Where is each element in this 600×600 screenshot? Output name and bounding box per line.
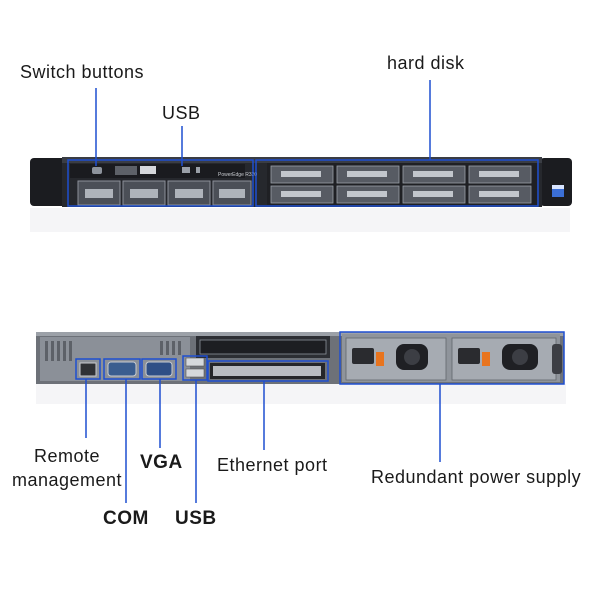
front-control-callout-box [67, 159, 254, 207]
power-supply-callout-box [339, 331, 565, 385]
remote-management-port [79, 362, 97, 377]
ethernet-port-label: Ethernet port [217, 455, 328, 475]
com-port [107, 361, 137, 377]
front-usb-port [140, 166, 156, 174]
rear-usb-callout-box [182, 355, 208, 381]
remote-management-callout-box [75, 358, 101, 380]
com-callout-box [103, 358, 141, 380]
hard-disk-callout-box [255, 159, 539, 207]
remote-management-label: Remote management [11, 446, 123, 490]
vga-callout-box [141, 358, 177, 380]
power-supplies [342, 334, 560, 382]
rear-usb-port-2 [185, 368, 205, 378]
ethernet-callout-box [207, 360, 329, 382]
vga-label: VGA [140, 452, 183, 473]
front-vga-port [115, 166, 137, 175]
hard-disk-bays [267, 163, 537, 205]
rear-usb-label: USB [175, 508, 217, 529]
front-usb-label: USB [162, 103, 201, 123]
power-button [92, 167, 102, 174]
model-text: PowerEdge R320 [218, 172, 257, 178]
rear-usb-port-1 [185, 357, 205, 367]
rack-ear-left [30, 158, 68, 206]
redundant-power-supply-label: Redundant power supply [371, 467, 582, 487]
vga-port [145, 361, 173, 377]
switch-buttons-label: Switch buttons [20, 62, 145, 82]
com-label: COM [103, 508, 149, 529]
hard-disk-label: hard disk [387, 53, 465, 73]
front-bay-left [77, 180, 252, 206]
